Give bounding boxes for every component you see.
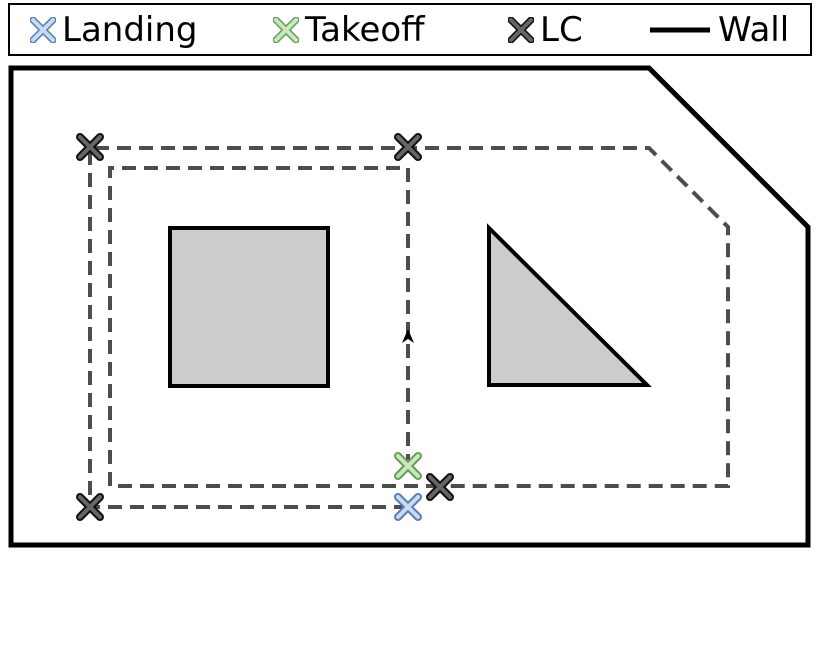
takeoff-marker xyxy=(394,452,422,480)
landing-marker xyxy=(394,493,422,521)
legend-item-landing: Landing xyxy=(30,5,198,54)
landing-marker-icon xyxy=(30,16,56,43)
lc-marker-bottom-middle xyxy=(426,473,454,501)
legend-label-wall: Wall xyxy=(718,9,790,50)
wall-line-icon xyxy=(650,27,710,32)
lc-marker-bottom-left xyxy=(76,493,104,521)
arrowhead-up-icon xyxy=(402,329,414,343)
legend-label-takeoff: Takeoff xyxy=(305,9,425,50)
lc-marker-top-middle xyxy=(394,133,422,161)
legend-label-lc: LC xyxy=(540,9,583,50)
legend-item-wall: Wall xyxy=(648,5,789,54)
obstacle-triangle xyxy=(487,223,652,387)
inner-loop-path xyxy=(108,166,440,488)
lc-marker-icon xyxy=(508,16,534,43)
lc-marker-top-left xyxy=(76,133,104,161)
obstacle-square xyxy=(168,226,330,388)
legend-item-lc: LC xyxy=(508,5,583,54)
legend-item-takeoff: Takeoff xyxy=(273,5,425,54)
legend: Landing Takeoff LC Wall xyxy=(8,3,812,56)
legend-label-landing: Landing xyxy=(62,9,198,50)
takeoff-marker-icon xyxy=(273,16,299,43)
